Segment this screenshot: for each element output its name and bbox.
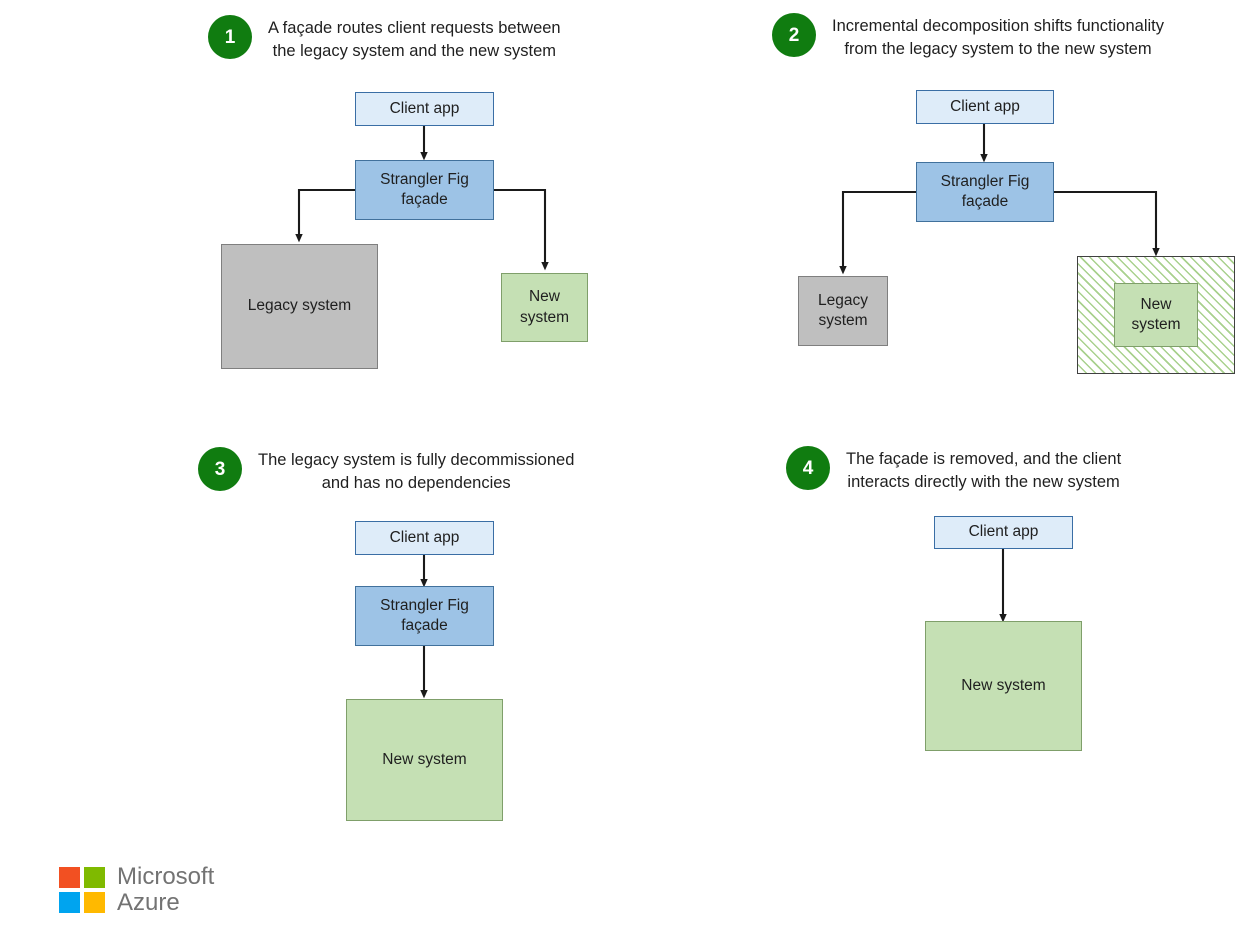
panel-3-strangler-fig-facade-box[interactable]: Strangler Fig façade <box>355 586 494 646</box>
step-number-badge: 1 <box>208 15 252 59</box>
panel-2-caption: Incremental decomposition shifts functio… <box>832 17 1164 59</box>
panel-2-legacy-system-box[interactable]: Legacy system <box>798 276 888 346</box>
logo-line-azure: Azure <box>117 888 180 916</box>
logo-square-blue <box>59 891 80 913</box>
step-number-badge: 4 <box>786 446 830 490</box>
panel-1-new-system-box[interactable]: New system <box>501 273 588 342</box>
panel-4-caption: The façade is removed, and the client in… <box>846 450 1122 492</box>
logo-square-green <box>84 866 105 888</box>
step-number-badge: 2 <box>772 13 816 57</box>
panel-2-strangler-fig-facade-box[interactable]: Strangler Fig façade <box>916 162 1054 222</box>
panel-3-client-app-box[interactable]: Client app <box>355 521 494 555</box>
microsoft-logo-icon <box>59 866 105 913</box>
panel-3-heading: 3 The legacy system is fully decommissio… <box>198 447 628 496</box>
panel-2-heading: 2 Incremental decomposition shifts funct… <box>772 13 1242 62</box>
panel-1-strangler-fig-facade-box[interactable]: Strangler Fig façade <box>355 160 494 220</box>
step-number-badge: 3 <box>198 447 242 491</box>
panel-1-caption: A façade routes client requests between … <box>268 19 561 61</box>
panel-2-client-app-box[interactable]: Client app <box>916 90 1054 124</box>
panel-4-client-app-box[interactable]: Client app <box>934 516 1073 549</box>
panel-4-new-system-box[interactable]: New system <box>925 621 1082 751</box>
panel-2-new-system-boundary <box>1077 256 1235 374</box>
panel-1-client-app-box[interactable]: Client app <box>355 92 494 126</box>
microsoft-azure-logo: Microsoft Azure <box>59 864 214 916</box>
panel-4-heading: 4 The façade is removed, and the client … <box>786 446 1186 495</box>
panel-2-new-system-box[interactable]: New system <box>1114 283 1198 347</box>
panel-3-caption: The legacy system is fully decommissione… <box>258 451 575 493</box>
logo-line-microsoft: Microsoft <box>117 863 215 890</box>
panel-3-new-system-box[interactable]: New system <box>346 699 503 821</box>
panel-1-legacy-system-box[interactable]: Legacy system <box>221 244 378 369</box>
logo-square-yellow <box>84 891 105 913</box>
logo-square-red <box>59 866 80 888</box>
panel-1-heading: 1 A façade routes client requests betwee… <box>208 15 638 64</box>
logo-wordmark: Microsoft Azure <box>117 864 214 916</box>
